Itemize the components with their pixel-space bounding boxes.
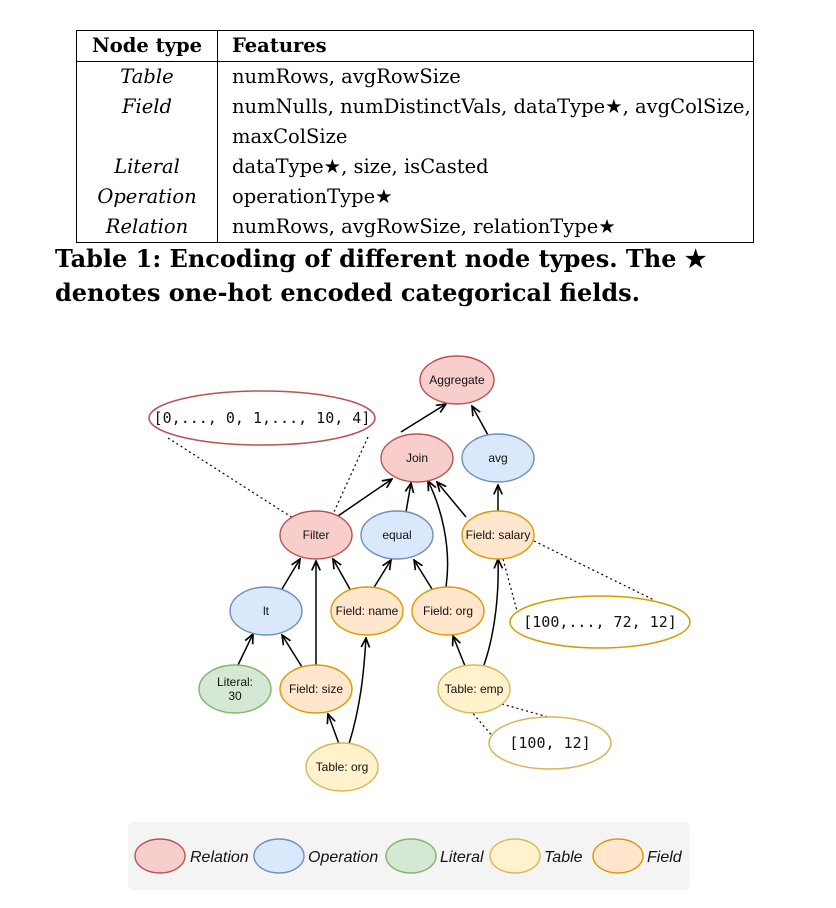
- node-field-salary-label: Field: salary: [466, 528, 531, 542]
- legend-table-label: Table: [544, 849, 583, 866]
- node-literal-30: Literal: 30: [198, 664, 272, 714]
- legend-literal: Literal: [385, 838, 484, 874]
- node-field-size-label: Field: size: [289, 682, 343, 696]
- legend-relation-label: Relation: [190, 849, 249, 866]
- legend-literal-label: Literal: [440, 849, 484, 866]
- legend-operation: Operation: [253, 838, 378, 874]
- node-field-name: Field: name: [330, 586, 404, 636]
- legend-panel: Relation Operation Literal Table Field: [128, 822, 690, 890]
- legend-field-swatch: [592, 838, 644, 874]
- node-table-org: Table: org: [305, 742, 379, 792]
- edge-tableorg-name: [348, 638, 366, 745]
- node-filter-label: Filter: [303, 528, 330, 542]
- legend-graphic: Relation Operation Literal Table Field: [134, 838, 683, 874]
- node-lt: lt: [229, 586, 303, 636]
- table-row: Operation operationType★: [76, 182, 754, 212]
- node-field-org-label: Field: org: [423, 604, 473, 618]
- legend-literal-swatch: [385, 838, 437, 874]
- edge-name-equal: [372, 560, 391, 590]
- table-row: Relation numRows, avgRowSize, relationTy…: [76, 212, 754, 243]
- node-equal-label: equal: [382, 528, 411, 542]
- link-filter-vector-right: [333, 436, 369, 513]
- legend-table: Table: [489, 838, 583, 874]
- legend-field-label: Field: [647, 849, 683, 866]
- edge-tableorg-size: [328, 714, 340, 745]
- node-aggregate-label: Aggregate: [429, 373, 485, 387]
- table-row: Table numRows, avgRowSize: [76, 61, 754, 92]
- vector-links: [167, 436, 655, 739]
- edge-avg-aggregate: [472, 406, 489, 436]
- link-filter-vector-left: [167, 437, 297, 521]
- node-type-cell: Relation: [76, 212, 218, 243]
- edge-emp-salary: [483, 559, 498, 666]
- edge-salary-join: [437, 482, 467, 518]
- edge-literal-lt: [237, 634, 253, 666]
- node-type-cell: Literal: [76, 152, 218, 182]
- vector-filter-text: [0,..., 0, 1,..., 10, 4]: [154, 409, 371, 427]
- vector-salary: [100,..., 72, 12]: [509, 595, 691, 649]
- link-emp-vector-top: [501, 703, 549, 718]
- legend-field: Field: [592, 838, 683, 874]
- link-salary-vector-right: [533, 540, 655, 601]
- node-field-size: Field: size: [279, 664, 353, 714]
- node-avg: avg: [461, 433, 535, 483]
- table-row: maxColSize: [76, 122, 754, 152]
- table-caption: Table 1: Encoding of different node type…: [55, 244, 707, 307]
- edge-size-lt: [282, 635, 303, 668]
- legend-operation-label: Operation: [308, 849, 378, 866]
- legend-table-swatch: [489, 838, 541, 874]
- legend-relation-swatch: [134, 838, 186, 874]
- node-type-table: Node type Features Table numRows, avgRow…: [76, 30, 754, 243]
- features-cell: numRows, avgRowSize: [232, 65, 461, 88]
- edge-org-equal: [414, 560, 433, 590]
- node-type-cell: Operation: [76, 182, 218, 212]
- graph-edges: [237, 404, 498, 745]
- node-field-name-label: Field: name: [336, 604, 399, 618]
- vector-filter: [0,..., 0, 1,..., 10, 4]: [148, 390, 376, 446]
- table-header-row: Node type Features: [76, 30, 754, 62]
- features-cell-continued: maxColSize: [232, 125, 348, 148]
- node-join: Join: [380, 433, 454, 483]
- table-row: Field numNulls, numDistinctVals, dataTyp…: [76, 92, 754, 122]
- node-literal-label-line1: Literal:: [217, 675, 253, 689]
- node-field-org: Field: org: [411, 586, 485, 636]
- node-type-cell-empty: [76, 122, 218, 152]
- legend-relation: Relation: [134, 838, 249, 874]
- header-node-type: Node type: [76, 30, 218, 62]
- edge-lt-filter: [281, 559, 300, 590]
- node-lt-label: lt: [263, 604, 270, 618]
- node-field-salary: Field: salary: [461, 510, 535, 560]
- node-type-cell: Table: [76, 61, 218, 92]
- node-literal-label-line2: 30: [228, 689, 242, 703]
- link-salary-vector-left: [502, 558, 518, 612]
- node-table-emp-label: Table: emp: [445, 682, 504, 696]
- vector-emp-text: [100, 12]: [509, 734, 590, 752]
- features-cell: operationType★: [232, 185, 393, 208]
- vector-salary-text: [100,..., 72, 12]: [523, 613, 677, 631]
- edge-emp-org: [453, 636, 466, 667]
- table-row: Literal dataType★, size, isCasted: [76, 152, 754, 182]
- link-emp-vector-left: [469, 709, 495, 739]
- edge-filter-join: [337, 479, 392, 517]
- node-aggregate: Aggregate: [419, 355, 495, 405]
- node-avg-label: avg: [488, 451, 507, 465]
- node-equal: equal: [360, 510, 434, 560]
- edge-equal-join: [406, 483, 411, 513]
- node-join-label: Join: [406, 451, 428, 465]
- edge-fieldorg-join: [428, 481, 449, 588]
- vector-emp: [100, 12]: [488, 716, 612, 770]
- features-cell: numNulls, numDistinctVals, dataType★, av…: [232, 95, 751, 118]
- node-type-cell: Field: [76, 92, 218, 122]
- edge-name-filter: [333, 559, 352, 592]
- node-table-org-label: Table: org: [316, 760, 369, 774]
- node-filter: Filter: [279, 510, 353, 560]
- node-table-emp: Table: emp: [437, 664, 511, 714]
- header-features: Features: [217, 30, 754, 62]
- edge-join-aggregate: [400, 404, 446, 433]
- features-cell: numRows, avgRowSize, relationType★: [232, 215, 616, 238]
- features-cell: dataType★, size, isCasted: [232, 155, 489, 178]
- legend-operation-swatch: [253, 838, 305, 874]
